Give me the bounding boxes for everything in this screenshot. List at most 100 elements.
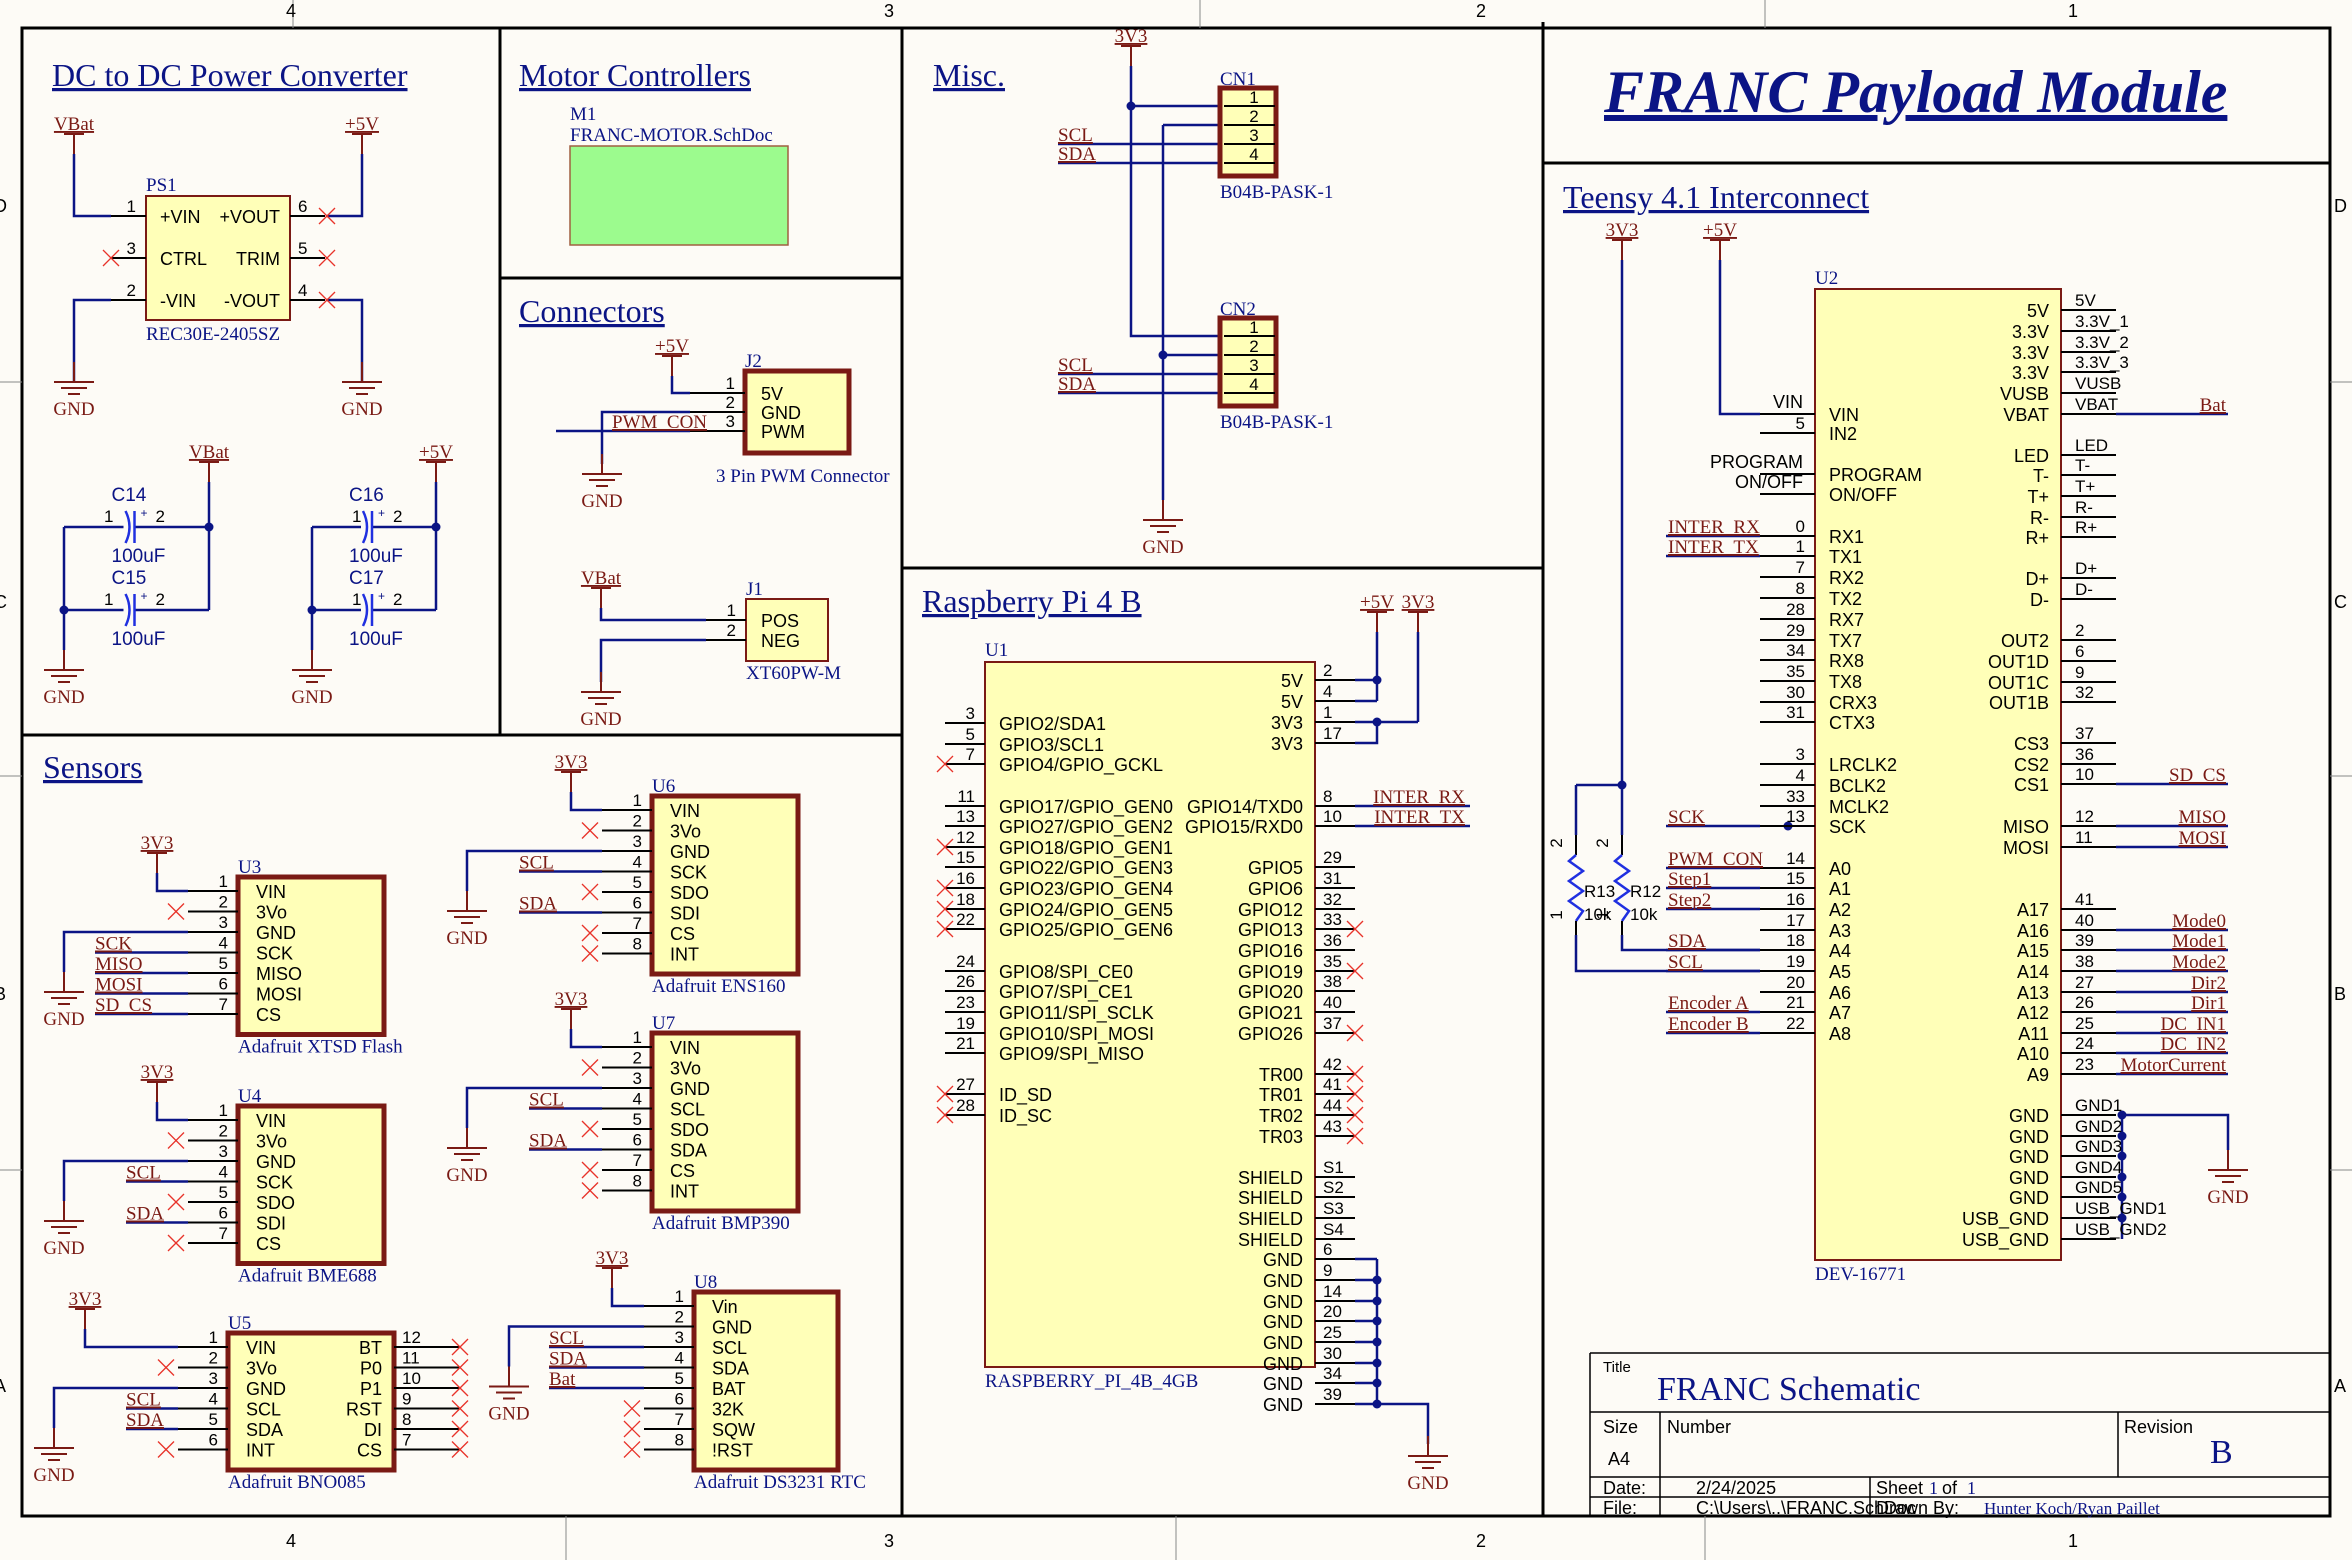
pin-number: T+ xyxy=(2075,477,2095,496)
ground-icon: GND xyxy=(580,672,622,730)
u2-pin-name: A17 xyxy=(2017,900,2049,920)
pin-number: 16 xyxy=(1786,890,1805,909)
frame-col: 3 xyxy=(884,1531,894,1551)
pin-number: 35 xyxy=(1786,662,1805,681)
ps1-pin-name: CTRL xyxy=(160,249,207,269)
no-connect-icon xyxy=(1346,962,1364,980)
u7-body[interactable] xyxy=(649,1030,801,1214)
u1-pin-name: SHIELD xyxy=(1238,1230,1303,1250)
net-label: INTER_RX xyxy=(1373,787,1465,808)
sensor-pin-name: VIN xyxy=(256,1111,286,1131)
no-connect-icon xyxy=(157,1359,175,1376)
pin-number: 4 xyxy=(633,1090,642,1109)
ps1-part: REC30E-2405SZ xyxy=(146,324,280,345)
pin-number: 24 xyxy=(956,952,975,971)
j1-ref: J1 xyxy=(746,579,763,600)
u1-pin-name: SHIELD xyxy=(1238,1168,1303,1188)
u4-body[interactable] xyxy=(235,1103,387,1266)
capacitor-icon[interactable]: + xyxy=(64,589,209,627)
net-label: Step2 xyxy=(1668,890,1711,911)
power-port-icon: 3V3 xyxy=(1115,26,1147,66)
frame-row: B xyxy=(2334,984,2346,1004)
u1-pin-name: GPIO2/SDA1 xyxy=(999,714,1106,734)
u2-pin-name: OUT2 xyxy=(2001,631,2049,651)
ground-net-label: GND xyxy=(291,687,332,708)
u6-body[interactable] xyxy=(649,793,801,977)
sensor-pin-name: P1 xyxy=(360,1379,382,1399)
pin-number: 12 xyxy=(2075,807,2094,826)
ps1-pin-name: -VIN xyxy=(160,291,196,311)
resistor-ref: R12 xyxy=(1630,882,1661,901)
j1-pin-name: NEG xyxy=(761,631,800,651)
gnd-wire xyxy=(72,298,111,382)
u1-pin-name: TR01 xyxy=(1259,1085,1303,1105)
capacitor-icon[interactable]: + xyxy=(64,506,209,544)
wire xyxy=(62,930,188,972)
ground-icon: GND xyxy=(488,1366,530,1425)
net-label: SDA xyxy=(1058,374,1096,395)
u2-pin-name: MOSI xyxy=(2003,838,2049,858)
m1-sheet-symbol[interactable]: M1 FRANC-MOTOR.SchDoc xyxy=(569,104,789,246)
no-connect-icon xyxy=(167,1193,185,1211)
power-net-label: 3V3 xyxy=(1606,220,1639,241)
pin-number: 4 xyxy=(298,281,307,300)
power-port-icon: VBat xyxy=(189,442,230,482)
sensor-pin-name: CS xyxy=(670,1161,695,1181)
resistor-icon[interactable] xyxy=(1612,835,1632,935)
u5-body[interactable] xyxy=(225,1330,397,1473)
u1-pin-name: GPIO26 xyxy=(1238,1024,1303,1044)
cn2-body-ref: CN2 xyxy=(1220,299,1256,320)
u2-pin-name: GND xyxy=(2009,1127,2049,1147)
sensor-pin-name: CS xyxy=(670,924,695,944)
wire xyxy=(83,1329,178,1349)
j1-body[interactable] xyxy=(745,598,829,662)
cn2-body[interactable] xyxy=(1217,315,1279,409)
no-connect-icon xyxy=(167,1132,185,1149)
u2-pin-name: A7 xyxy=(1829,1003,1851,1023)
no-connect-icon xyxy=(1346,1024,1364,1042)
pin-number: 22 xyxy=(956,910,975,929)
capacitor-icon[interactable]: + xyxy=(312,589,436,627)
resistor-icon[interactable] xyxy=(1566,835,1586,935)
u1-body[interactable] xyxy=(984,661,1316,1368)
m1-sheet-box[interactable] xyxy=(569,145,789,246)
u2-body[interactable] xyxy=(1814,288,2062,1261)
u2-pin-name: A1 xyxy=(1829,879,1851,899)
u1-pin-name: GPIO22/GPIO_GEN3 xyxy=(999,858,1173,879)
pin-number: 4 xyxy=(675,1349,684,1368)
pin-number: 27 xyxy=(2075,973,2094,992)
u8-body[interactable] xyxy=(691,1289,841,1473)
u2-pin-name: A4 xyxy=(1829,941,1851,961)
ground-net-label: GND xyxy=(33,1465,74,1486)
pin-number: 37 xyxy=(2075,724,2094,743)
pin-number: 20 xyxy=(1786,973,1805,992)
pin-number: 19 xyxy=(1786,952,1805,971)
u2-pin-name: OUT1C xyxy=(1988,673,2049,693)
sensor-pin-name: BAT xyxy=(712,1379,746,1399)
sensor-pin-name: CS xyxy=(357,1441,382,1461)
u3-body[interactable] xyxy=(235,874,387,1037)
j2-body[interactable] xyxy=(742,368,852,456)
power-net-label: +5V xyxy=(1360,592,1394,613)
no-connect-icon xyxy=(318,249,336,267)
wire xyxy=(465,849,602,891)
pin-number: 3 xyxy=(633,1069,642,1088)
pin-number: 2 xyxy=(127,281,136,300)
pin-number: 29 xyxy=(1786,621,1805,640)
pin-number: 12 xyxy=(402,1328,421,1347)
junction-dot xyxy=(2117,1192,2127,1202)
pin-number: 8 xyxy=(633,1172,642,1191)
capacitor-icon[interactable]: + xyxy=(312,506,436,544)
wire xyxy=(465,1086,602,1128)
cn1-body[interactable] xyxy=(1217,85,1279,179)
ground-net-label: GND xyxy=(43,1238,84,1259)
pin-number: 5 xyxy=(675,1369,684,1388)
pin-number: ON/OFF xyxy=(1735,472,1803,492)
u1-pin-name: TR03 xyxy=(1259,1127,1303,1147)
ground-net-label: GND xyxy=(446,928,487,949)
ground-icon: GND xyxy=(446,1128,488,1186)
u2-pin-name: A2 xyxy=(1829,900,1851,920)
section-title-rpi: Raspberry Pi 4 B xyxy=(922,583,1142,619)
no-connect-icon xyxy=(936,879,954,897)
